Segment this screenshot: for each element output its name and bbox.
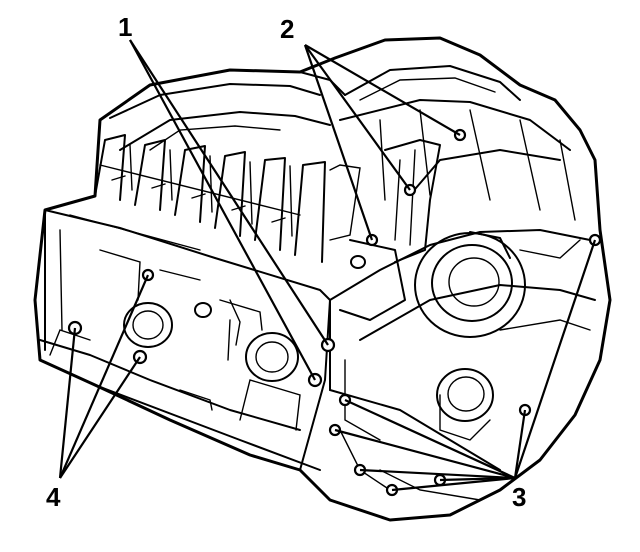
bolt-holes — [67, 128, 602, 497]
callout-labels: 1 2 3 4 — [46, 12, 526, 512]
deck-rails — [99, 37, 571, 151]
valley-cover — [339, 139, 441, 321]
cam-bore — [436, 368, 494, 441]
front-face — [39, 209, 331, 471]
crankcase-bulkheads — [94, 134, 361, 263]
leader-lines — [58, 39, 597, 492]
callout-1-label: 1 — [118, 12, 132, 42]
callout-2-label: 2 — [280, 14, 294, 44]
rear-main-bore — [414, 231, 526, 338]
callout-3-label: 3 — [512, 482, 526, 512]
callout-4-label: 4 — [46, 482, 61, 512]
front-bores — [123, 299, 299, 382]
